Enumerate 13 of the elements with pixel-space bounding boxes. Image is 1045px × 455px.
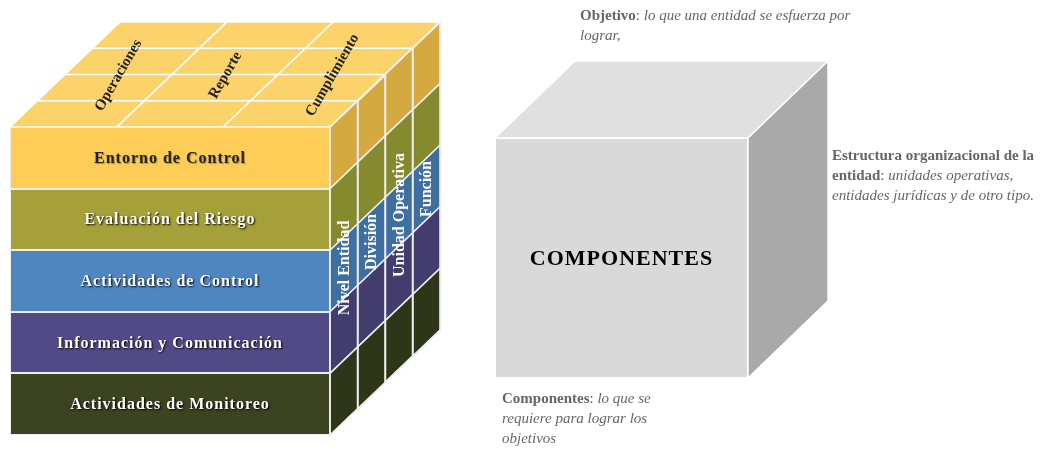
component-band: Información y Comunicación bbox=[10, 311, 330, 374]
component-band: Actividades de Monitoreo bbox=[10, 373, 330, 435]
organization-slab: Unidad Operativa bbox=[385, 48, 413, 383]
organization-slab: Función bbox=[412, 22, 440, 357]
component-band: Entorno de Control bbox=[10, 127, 330, 189]
cube-front-face: COMPONENTES bbox=[495, 138, 748, 378]
organization-slab: Nivel Entidad bbox=[330, 100, 358, 435]
annotation-text: Componentes: lo que se requiere para lograr los objetivos bbox=[502, 389, 652, 448]
component-band: Actividades de Control bbox=[10, 250, 330, 312]
organization-slab: División bbox=[357, 74, 385, 409]
annotation-text: Estructura organizacional de la entidad: unidades operativas, entidades jurídicas y de otro tipo. bbox=[832, 146, 1036, 205]
component-band: Evaluación del Riesgo bbox=[10, 188, 330, 251]
annotation-text: Objetivo: lo que una entidad se esfuerza por lograr, bbox=[580, 6, 852, 45]
